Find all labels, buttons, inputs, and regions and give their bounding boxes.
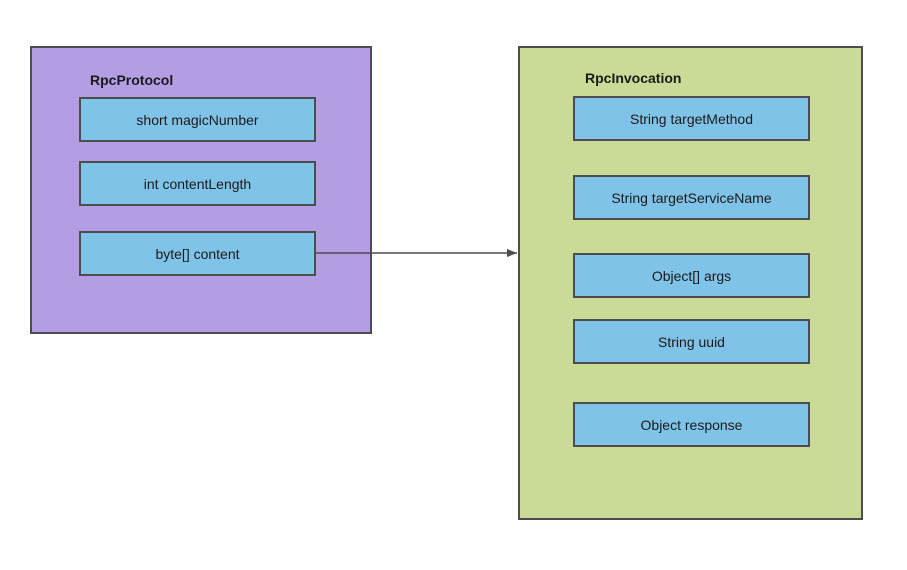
field-args: Object[] args [573, 253, 810, 298]
rpc-invocation-title: RpcInvocation [585, 70, 682, 86]
rpc-invocation-container: RpcInvocation String targetMethod String… [518, 46, 863, 520]
field-target-method: String targetMethod [573, 96, 810, 141]
field-content: byte[] content [79, 231, 316, 276]
field-target-service-name: String targetServiceName [573, 175, 810, 220]
field-response: Object response [573, 402, 810, 447]
field-uuid: String uuid [573, 319, 810, 364]
field-magic-number: short magicNumber [79, 97, 316, 142]
rpc-protocol-container: RpcProtocol short magicNumber int conten… [30, 46, 372, 334]
field-content-length: int contentLength [79, 161, 316, 206]
rpc-protocol-title: RpcProtocol [90, 72, 174, 88]
